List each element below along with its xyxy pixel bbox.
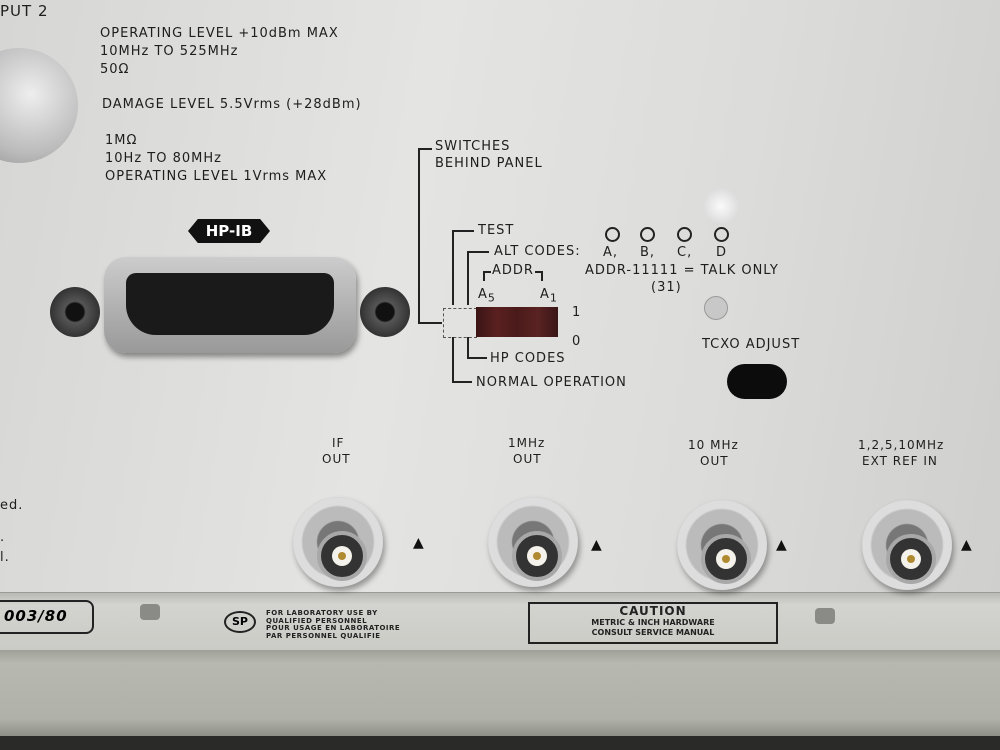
code-led-c <box>677 227 692 242</box>
10mhz-out-connector[interactable] <box>677 500 767 590</box>
lab-notice-line: QUALIFIED PERSONNEL <box>266 616 368 625</box>
indicator-led <box>704 296 728 320</box>
warning-triangle-icon: ▲ <box>776 537 787 553</box>
lab-notice: FOR LABORATORY USE BY QUALIFIED PERSONNE… <box>266 609 401 640</box>
1mhz-out-label: 1MHz <box>508 436 546 450</box>
1mhz-out-connector[interactable] <box>488 497 578 587</box>
text-fragment: ed. <box>0 498 24 513</box>
input-spec: 50Ω <box>100 62 130 77</box>
code-c: C, <box>677 245 693 260</box>
ext-ref-in-connector[interactable] <box>862 500 952 590</box>
input-spec: 10MHz TO 525MHz <box>100 44 239 59</box>
test-label: TEST <box>478 223 515 238</box>
tcxo-label: TCXO ADJUST <box>702 337 801 352</box>
lab-notice-line: PAR PERSONNEL QUALIFIE <box>266 631 381 640</box>
a1-sub: 1 <box>549 291 558 305</box>
caution-line: CONSULT SERVICE MANUAL <box>591 628 715 637</box>
address-dip-switch[interactable] <box>476 307 558 337</box>
csa-logo: SP <box>224 611 256 633</box>
strip-screw <box>815 608 835 624</box>
high-z-spec: 10Hz TO 80MHz <box>105 151 222 166</box>
switch-one-label: 1 <box>572 305 582 320</box>
if-out-label: IF <box>332 436 345 450</box>
caution-line: METRIC & INCH HARDWARE <box>591 618 715 627</box>
caution-title: CAUTION <box>619 604 687 618</box>
screw-right <box>360 287 410 337</box>
a5-letter: A <box>478 287 488 302</box>
code-led-b <box>640 227 655 242</box>
input-label: PUT 2 <box>0 2 49 20</box>
lab-notice-line: POUR USAGE EN LABORATOIRE <box>266 624 401 632</box>
dip-switch-outline <box>443 308 477 338</box>
alt-codes-label: ALT CODES: <box>494 244 581 259</box>
hpib-connector[interactable] <box>104 257 356 353</box>
code-a: A, <box>603 245 619 260</box>
code-led-a <box>605 227 620 242</box>
switches-title: SWITCHES <box>435 139 511 154</box>
text-fragment: l. <box>0 550 10 565</box>
lab-notice-line: FOR LABORATORY USE BY <box>266 609 378 617</box>
ext-ref-in-label: 1,2,5,10MHz <box>858 438 945 452</box>
warning-triangle-icon: ▲ <box>961 537 972 553</box>
1mhz-out-label: OUT <box>513 452 542 466</box>
if-out-connector[interactable] <box>293 497 383 587</box>
strip-screw <box>140 604 160 620</box>
a5-label: A5 <box>478 287 496 305</box>
chassis-foot <box>0 736 1000 750</box>
screw-left <box>50 287 100 337</box>
10mhz-out-label: 10 MHz <box>688 438 739 452</box>
chassis-base <box>0 650 1000 736</box>
talk-only-number: (31) <box>651 280 682 295</box>
normal-operation-label: NORMAL OPERATION <box>476 375 627 390</box>
model-plate: 003/80 <box>0 600 94 634</box>
a1-label: A1 <box>540 287 558 305</box>
damage-level: DAMAGE LEVEL 5.5Vrms (+28dBm) <box>102 97 362 112</box>
ext-ref-in-label: EXT REF IN <box>862 454 938 468</box>
csa-logo-text: SP <box>232 615 248 628</box>
bottom-strip <box>0 592 1000 651</box>
code-d: D <box>716 245 728 260</box>
caution-label: CAUTION METRIC & INCH HARDWARE CONSULT S… <box>528 602 778 644</box>
code-led-d <box>714 227 729 242</box>
if-out-label: OUT <box>322 452 351 466</box>
10mhz-out-label: OUT <box>700 454 729 468</box>
a5-sub: 5 <box>487 291 496 305</box>
switches-title: BEHIND PANEL <box>435 156 543 171</box>
code-b: B, <box>640 245 656 260</box>
input-spec: OPERATING LEVEL +10dBm MAX <box>100 26 339 41</box>
hpib-text: HP-IB <box>205 222 253 240</box>
hp-codes-label: HP CODES <box>490 351 566 366</box>
panel-hole <box>703 188 739 224</box>
high-z-spec: 1MΩ <box>105 133 138 148</box>
a1-letter: A <box>540 287 550 302</box>
addr-label: ADDR <box>492 263 534 278</box>
talk-only-note: ADDR-11111 = TALK ONLY <box>585 263 779 278</box>
high-z-spec: OPERATING LEVEL 1Vrms MAX <box>105 169 328 184</box>
warning-triangle-icon: ▲ <box>413 535 424 551</box>
text-fragment: . <box>0 530 6 545</box>
warning-triangle-icon: ▲ <box>591 537 602 553</box>
hpib-label: HP-IB <box>188 219 270 243</box>
switch-zero-label: 0 <box>572 334 582 349</box>
tcxo-adjust-slot[interactable] <box>727 364 787 399</box>
model-plate-text: 003/80 <box>4 607 68 625</box>
